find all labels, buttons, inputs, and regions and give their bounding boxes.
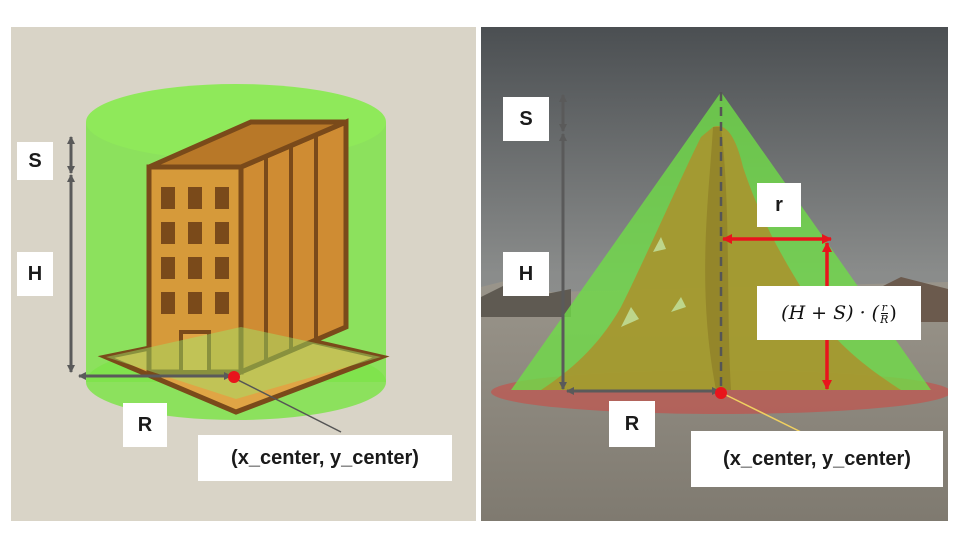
label-h: H [503, 252, 549, 296]
label-s: S [17, 142, 53, 180]
building-icon [97, 118, 390, 415]
center-leader-line [235, 378, 342, 433]
center-marker [715, 387, 727, 399]
label-center-coordinates: (x_center, y_center) [691, 431, 943, 487]
formula-denominator: R [880, 312, 889, 326]
building-diagram [67, 84, 390, 433]
center-leader-line [725, 394, 802, 433]
label-s: S [503, 97, 549, 141]
building-panel: S H R (x_center, y_center) [11, 27, 476, 521]
height-formula: (H + S) · ( r R ) [757, 286, 921, 340]
label-r-big: R [609, 401, 655, 447]
formula-fraction: r R [880, 302, 888, 325]
center-marker [228, 371, 240, 383]
formula-numerator: r [880, 300, 888, 314]
formula-right: ) [889, 302, 897, 324]
label-r: R [123, 403, 167, 447]
label-h: H [17, 252, 53, 296]
label-r-small: r [757, 183, 801, 227]
formula-left: (H + S) · ( [781, 302, 880, 324]
mountain-panel: S H R r (x_center, y_center) (H + S) · (… [481, 27, 948, 521]
label-center-coordinates: (x_center, y_center) [198, 435, 452, 481]
